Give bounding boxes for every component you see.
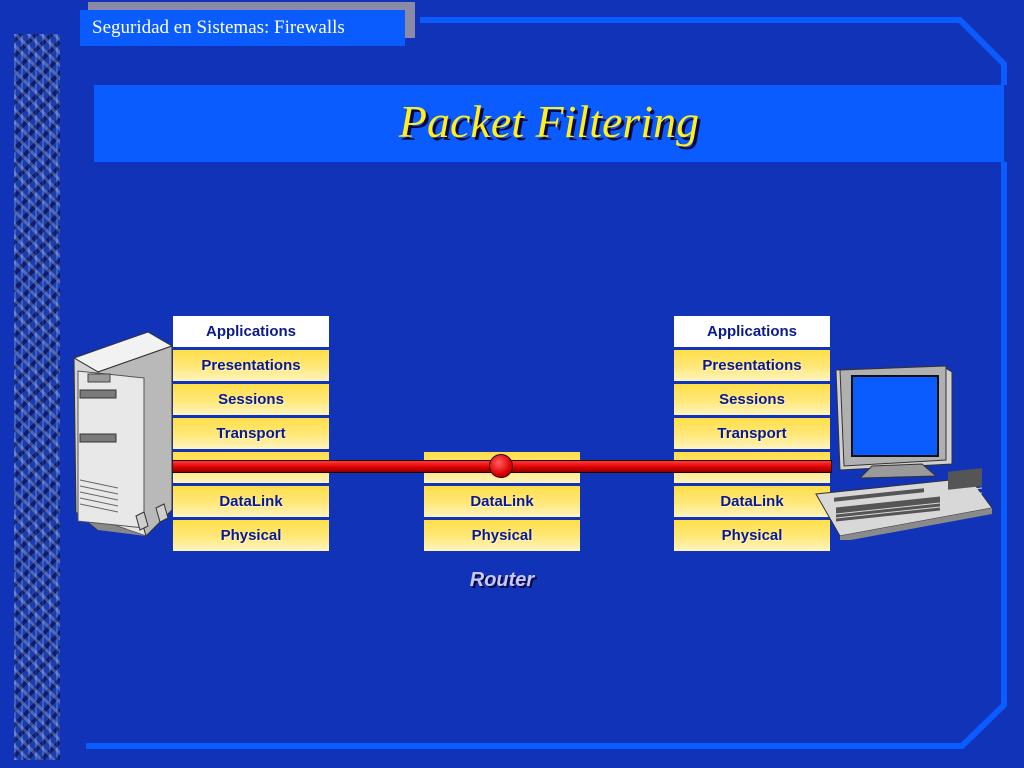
router-layer-physical: Physical xyxy=(424,520,580,551)
right-layer-applications: Applications xyxy=(674,316,830,347)
server-tower-icon xyxy=(72,331,174,537)
left-layer-applications: Applications xyxy=(173,316,329,347)
slide-title: Packet Filtering xyxy=(398,96,700,147)
right-layer-sessions: Sessions xyxy=(674,384,830,415)
right-layer-datalink: DataLink xyxy=(674,486,830,517)
right-layer-presentations: Presentations xyxy=(674,350,830,381)
decorative-texture-strip xyxy=(14,34,60,760)
title-banner xyxy=(94,85,1004,162)
computer-workstation-icon xyxy=(815,365,993,540)
left-layer-sessions: Sessions xyxy=(173,384,329,415)
left-layer-transport: Transport xyxy=(173,418,329,449)
right-layer-transport: Transport xyxy=(674,418,830,449)
section-title-tab: Seguridad en Sistemas: Firewalls xyxy=(80,10,405,46)
left-layer-presentations: Presentations xyxy=(173,350,329,381)
router-layer-datalink: DataLink xyxy=(424,486,580,517)
left-layer-datalink: DataLink xyxy=(173,486,329,517)
right-layer-physical: Physical xyxy=(674,520,830,551)
left-layer-physical: Physical xyxy=(173,520,329,551)
packet-filter-point-icon xyxy=(489,454,513,478)
router-label: Router xyxy=(469,569,535,591)
